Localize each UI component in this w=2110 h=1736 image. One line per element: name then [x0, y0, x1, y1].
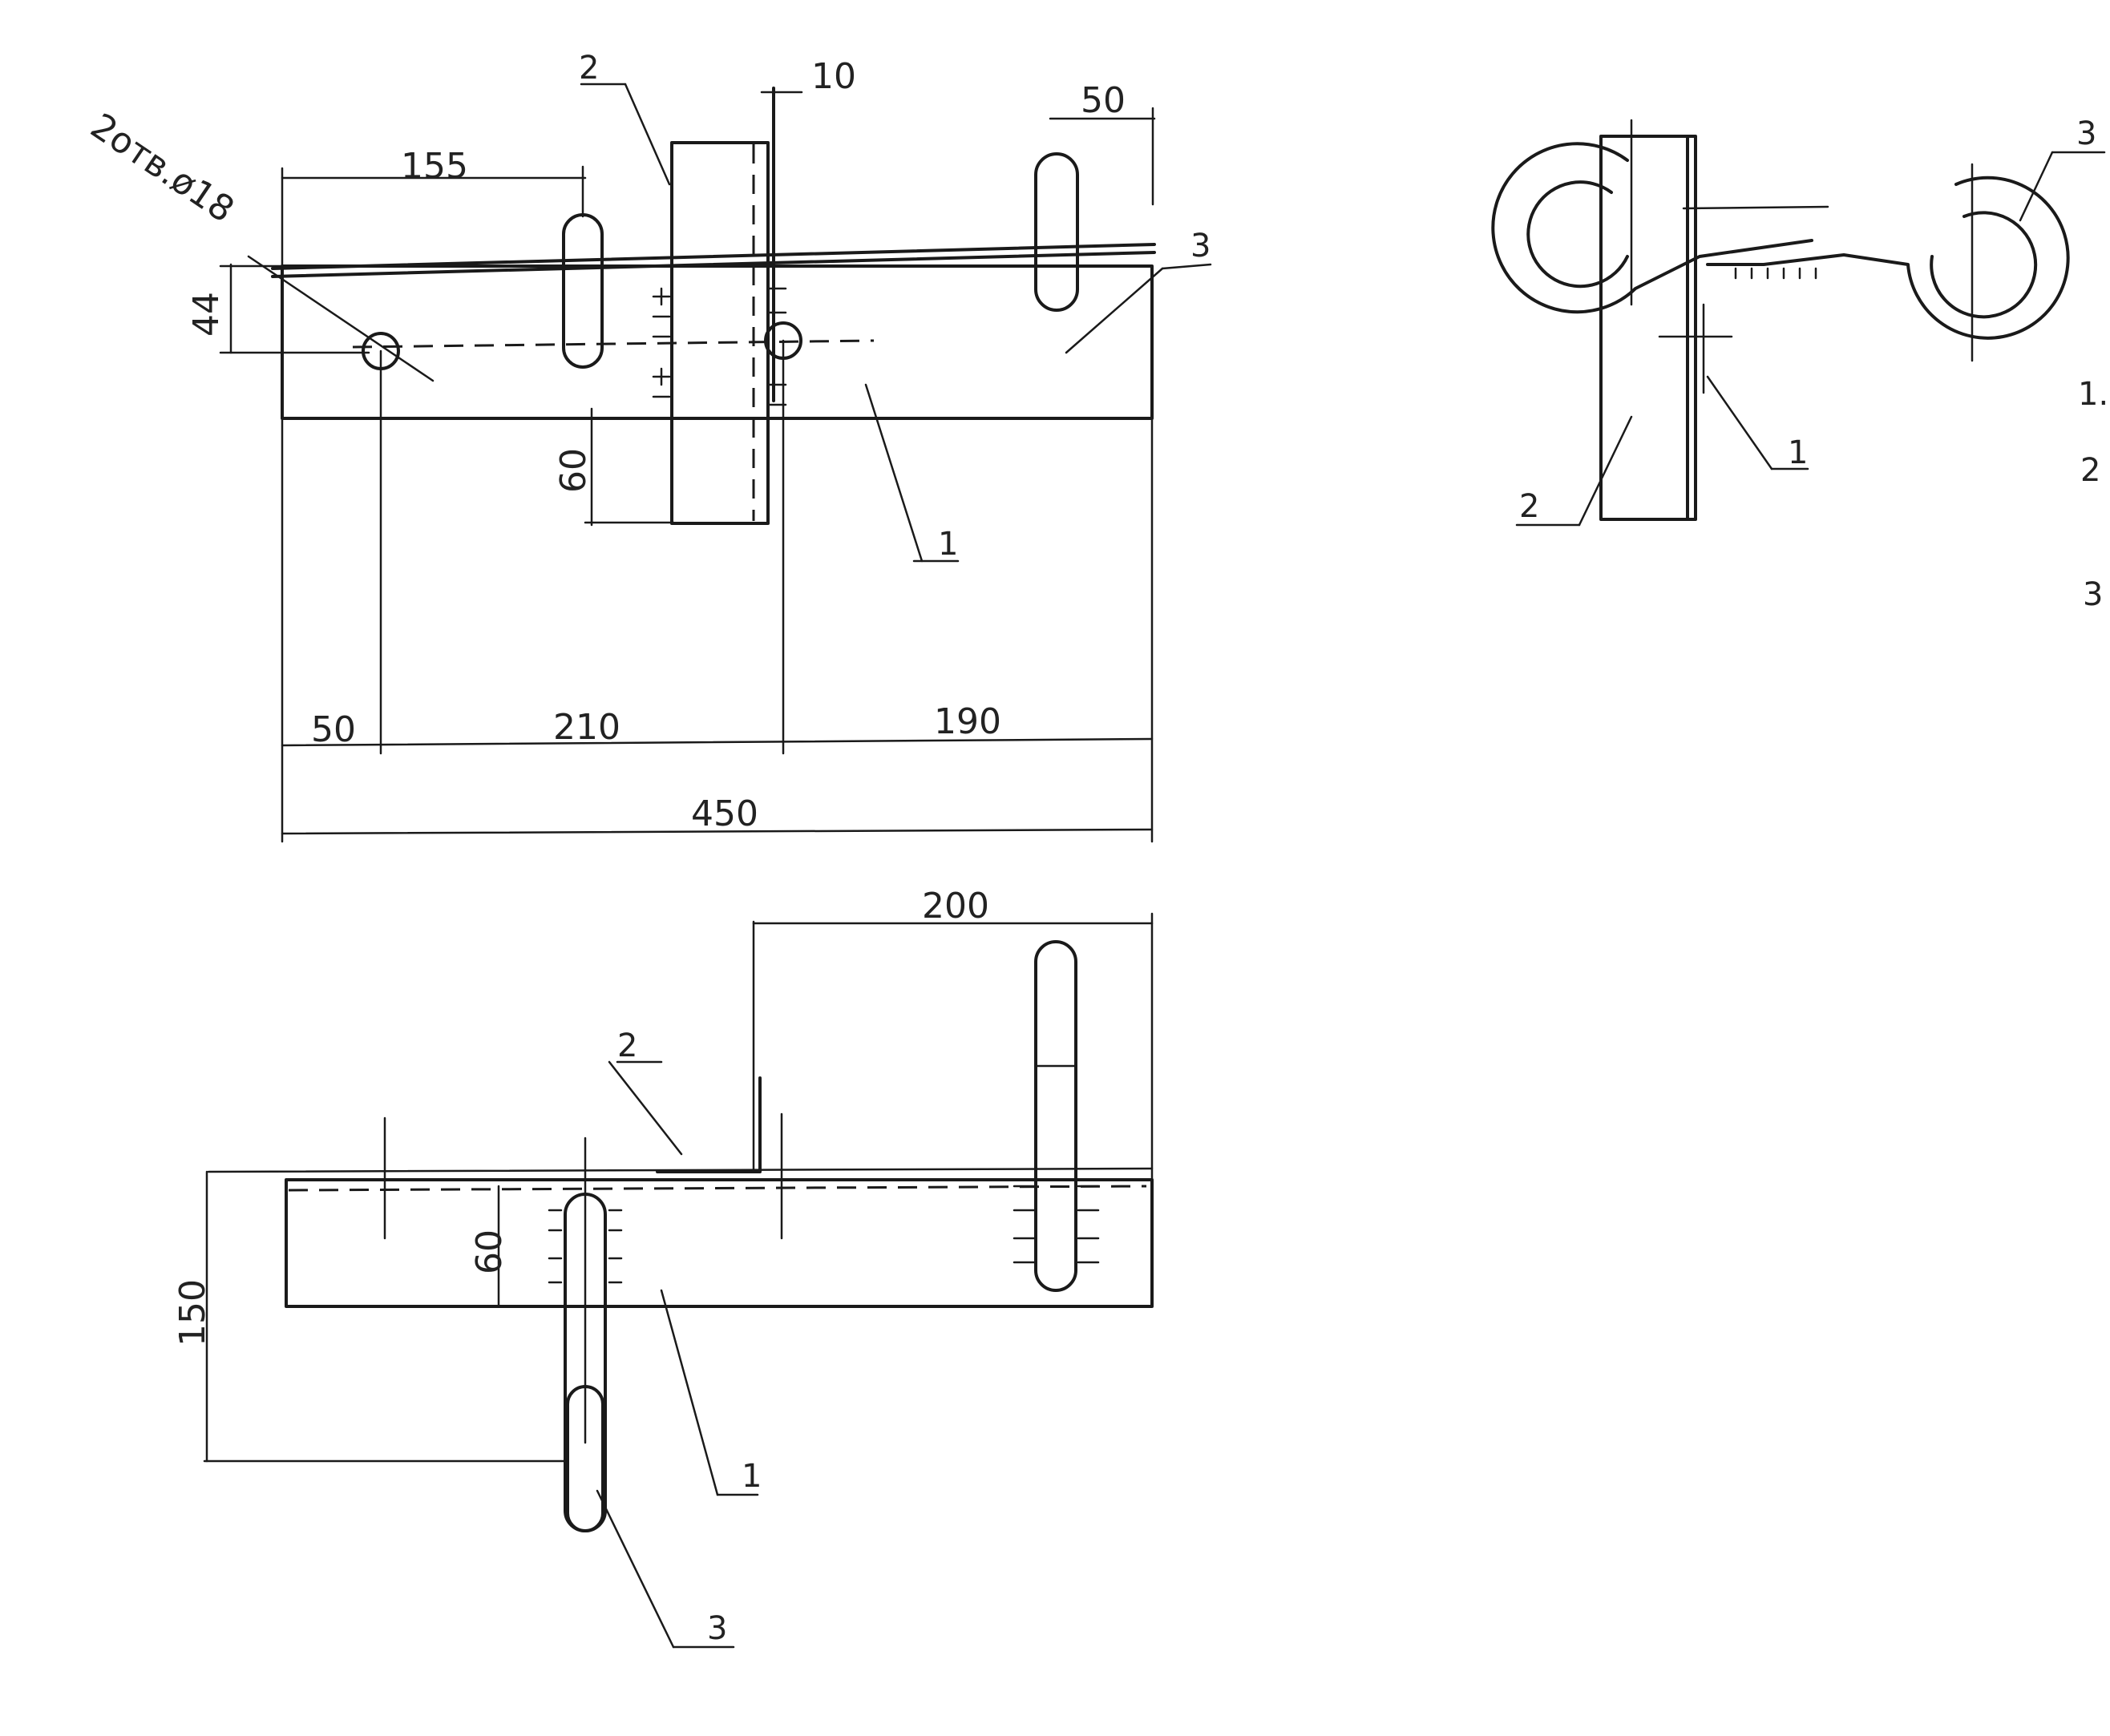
- side-callout-3: 3: [2076, 115, 2096, 152]
- dim-10: 10: [811, 56, 856, 97]
- plan-callout-1: 1: [742, 1458, 762, 1495]
- edge-fragment-2: 2: [2080, 452, 2100, 489]
- callout-3: 3: [1190, 228, 1211, 264]
- dim-50-top: 50: [1081, 80, 1126, 121]
- dim-210: 210: [553, 707, 620, 748]
- dim-450: 450: [691, 793, 758, 834]
- plan-callout-2: 2: [617, 1027, 637, 1064]
- front-view: 2отв.ø18 155 10 50 44 60 50 210 190: [83, 50, 1212, 843]
- edge-fragment-1: 1.: [2078, 376, 2108, 413]
- dim-190: 190: [934, 701, 1001, 742]
- side-view: 2 1 3 1. 2 3: [1491, 115, 2108, 613]
- plan-callout-3: 3: [707, 1610, 727, 1647]
- plan-dim-60: 60: [469, 1229, 510, 1274]
- dim-50-bottom: 50: [311, 709, 356, 750]
- side-hook-left: [1491, 142, 1813, 314]
- plan-bracket-2: [656, 1076, 762, 1173]
- plan-hook-upper: [1034, 940, 1077, 1292]
- slot-hook-right: [1034, 152, 1079, 312]
- dim-155: 155: [401, 146, 468, 187]
- plan-view: 200 60 150 2 1 3: [172, 886, 1154, 1649]
- plate-part-1: [281, 264, 1154, 420]
- side-hook-right: [1706, 176, 2070, 340]
- hole-note: 2отв.ø18: [83, 106, 241, 231]
- side-callout-1: 1: [1788, 434, 1808, 471]
- weld-marks: [652, 287, 787, 406]
- plan-dim-150: 150: [172, 1279, 213, 1346]
- dim-200: 200: [922, 886, 989, 927]
- dim-44: 44: [186, 292, 227, 337]
- callout-2: 2: [579, 50, 599, 87]
- dim-60: 60: [553, 448, 594, 493]
- side-bracket-2: [1599, 135, 1697, 521]
- callout-1: 1: [938, 526, 958, 563]
- side-callout-2: 2: [1519, 488, 1539, 525]
- plan-plate: [285, 1178, 1154, 1308]
- edge-fragment-3: 3: [2083, 576, 2103, 613]
